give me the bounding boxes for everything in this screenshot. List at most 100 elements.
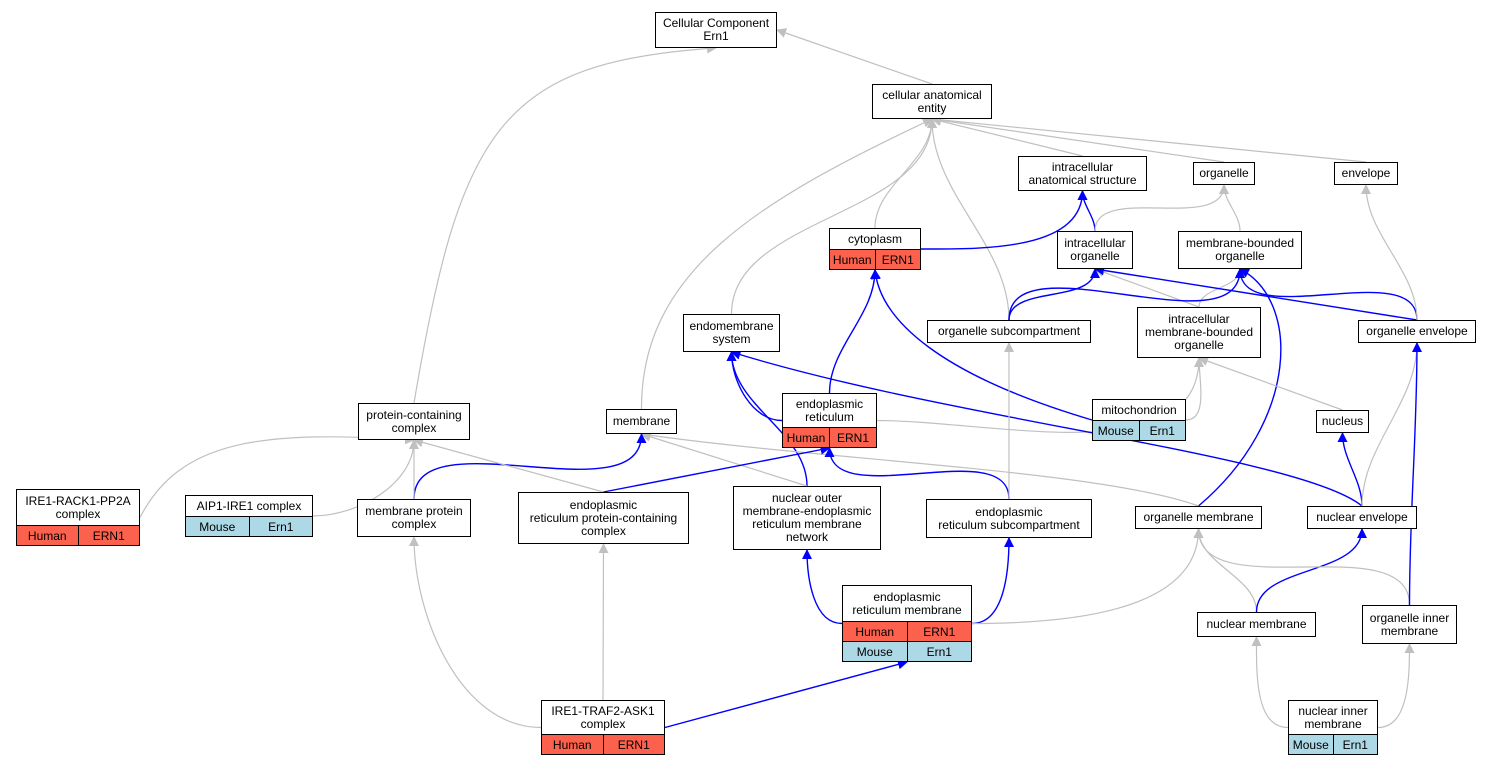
edge-erpcc-to-er: [603, 444, 831, 493]
node-label: endoplasmic reticulum protein-containing…: [529, 497, 678, 538]
edge-osub-to-mbo: [1008, 268, 1245, 321]
node-label: intracellular membrane-bounded organelle: [1144, 312, 1254, 352]
edge-oenv-to-mbo: [1235, 268, 1418, 321]
species-cell: Mouse: [1292, 737, 1329, 752]
node-nmem[interactable]: nuclear membrane: [1197, 612, 1316, 637]
edge-er-to-endosys: [726, 351, 783, 422]
edge-cae-to-cc: [776, 28, 933, 85]
node-erpcc[interactable]: endoplasmic reticulum protein-containing…: [518, 492, 689, 544]
edge-nmem-to-omem: [1193, 528, 1258, 613]
node-endosys[interactable]: endomembrane system: [683, 314, 780, 352]
species-cell: Mouse: [1097, 423, 1134, 438]
edge-rack1-to-pcc: [139, 434, 415, 518]
edge-aip1-to-pcc: [312, 439, 419, 517]
edge-nmem-to-nenv: [1255, 528, 1367, 613]
edge-traf2-to-mpc: [409, 536, 542, 729]
gene-cell: Ern1: [248, 517, 313, 536]
node-label: protein-containing complex: [366, 407, 462, 435]
species-cell: Human: [27, 528, 67, 543]
edge-omem-to-membrane: [640, 430, 1199, 507]
node-organelle[interactable]: organelle: [1193, 162, 1255, 185]
gene-cell: ERN1: [602, 735, 665, 754]
node-label: organelle envelope: [1366, 324, 1468, 338]
edge-cytoplasm-to-ias: [920, 190, 1088, 250]
node-label: intracellular organelle: [1064, 236, 1126, 263]
node-osub[interactable]: organelle subcompartment: [927, 320, 1091, 343]
node-label: membrane-bounded organelle: [1185, 236, 1295, 263]
node-noem[interactable]: nuclear outer membrane-endoplasmic retic…: [733, 486, 881, 550]
node-label: mitochondrion: [1101, 402, 1177, 417]
gene-cell: ERN1: [829, 428, 876, 447]
edge-pcc-to-cc: [413, 43, 717, 404]
edge-nim-to-oim: [1377, 643, 1415, 729]
species-cell: Human: [786, 430, 826, 445]
node-label: organelle inner membrane: [1369, 610, 1450, 638]
node-label: endoplasmic reticulum: [795, 396, 864, 424]
node-label: organelle subcompartment: [937, 324, 1081, 338]
node-envelope[interactable]: envelope: [1334, 162, 1398, 185]
edge-io-to-organelle: [1094, 184, 1229, 232]
edge-traf2-to-erpcc: [598, 543, 609, 701]
node-label: cellular anatomical entity: [882, 87, 982, 115]
node-membrane[interactable]: membrane: [606, 409, 677, 434]
node-oenv[interactable]: organelle envelope: [1358, 320, 1476, 343]
node-label: intracellular anatomical structure: [1028, 159, 1137, 187]
node-label: endoplasmic reticulum subcompartment: [938, 504, 1080, 532]
species-cell: Human: [832, 252, 872, 267]
node-label: envelope: [1341, 166, 1391, 180]
edge-membrane-to-cae: [640, 118, 933, 410]
node-ersub[interactable]: endoplasmic reticulum subcompartment: [926, 499, 1092, 538]
node-oim[interactable]: organelle inner membrane: [1362, 605, 1457, 644]
edge-noem-to-endosys: [726, 351, 808, 487]
edge-erm-to-ersub: [971, 537, 1014, 625]
node-label: endoplasmic reticulum membrane: [852, 589, 962, 617]
node-nenv[interactable]: nuclear envelope: [1307, 506, 1417, 529]
edge-organelle-to-cae: [931, 115, 1225, 163]
node-mbo[interactable]: membrane-bounded organelle: [1178, 231, 1302, 269]
edge-mbo-to-organelle: [1219, 184, 1241, 232]
edge-envelope-to-cae: [931, 114, 1367, 163]
node-ias[interactable]: intracellular anatomical structure: [1018, 156, 1147, 191]
gene-cell: ERN1: [906, 622, 972, 641]
node-pcc[interactable]: protein-containing complex: [358, 403, 470, 440]
node-label: organelle: [1199, 166, 1249, 180]
edge-nucleus-to-imbo: [1198, 356, 1343, 411]
species-cell: Mouse: [199, 519, 236, 534]
node-omem[interactable]: organelle membrane: [1135, 506, 1262, 529]
edge-oenv-to-envelope: [1361, 184, 1418, 321]
edge-traf2-to-erm: [664, 659, 908, 729]
node-label: endomembrane system: [689, 319, 774, 346]
node-imbo[interactable]: intracellular membrane-bounded organelle: [1137, 307, 1261, 358]
edge-osub-to-io: [1008, 268, 1100, 321]
node-label: nuclear envelope: [1316, 510, 1408, 524]
edge-erpcc-to-pcc: [413, 437, 604, 493]
node-label: nuclear outer membrane-endoplasmic retic…: [742, 491, 872, 544]
species-row: Mouse Ern1: [186, 516, 312, 536]
node-mpc[interactable]: membrane protein complex: [357, 499, 471, 537]
node-label: nucleus: [1321, 414, 1364, 428]
node-label: AIP1-IRE1 complex: [196, 498, 302, 513]
node-cae[interactable]: cellular anatomical entity: [872, 84, 992, 119]
node-io[interactable]: intracellular organelle: [1057, 231, 1133, 269]
node-cc[interactable]: Cellular Component Ern1: [655, 12, 777, 48]
edge-erm-to-noem: [802, 549, 843, 625]
node-label: IRE1-RACK1-PP2A complex: [25, 493, 131, 521]
node-nucleus[interactable]: nucleus: [1316, 410, 1369, 433]
